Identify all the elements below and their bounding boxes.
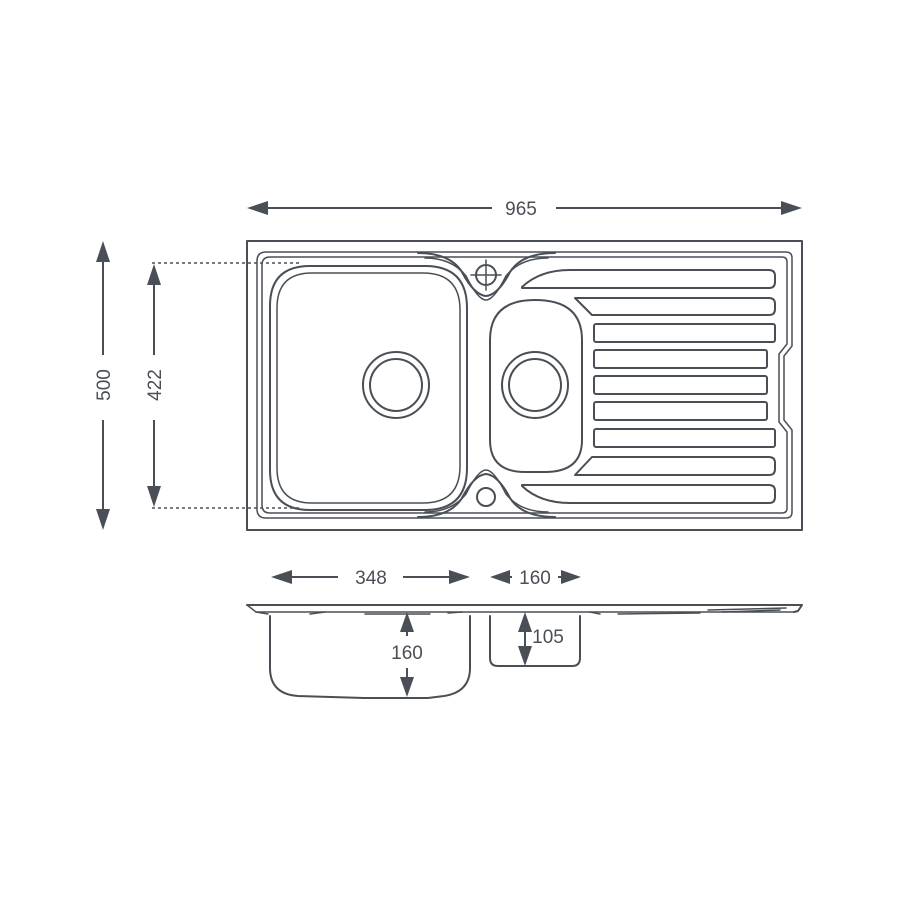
label-bowl-depth: 422 xyxy=(145,369,166,401)
dimension-overall-width: 965 xyxy=(247,199,802,220)
dimension-overall-depth: 500 xyxy=(94,241,115,530)
main-bowl xyxy=(269,265,468,511)
label-half-bowl-height: 105 xyxy=(532,627,564,648)
half-bowl xyxy=(489,299,583,473)
dimension-half-bowl-height: 105 xyxy=(518,612,564,666)
half-drain-outer xyxy=(501,351,569,419)
overflow-hole xyxy=(476,487,496,507)
tap-hole-icon xyxy=(470,259,502,291)
label-overall-width: 965 xyxy=(505,199,537,220)
label-main-bowl-height: 160 xyxy=(391,643,423,664)
sink-inner-flange xyxy=(256,251,793,519)
sink-outer-frame xyxy=(246,240,803,531)
tap-hole-mound xyxy=(417,252,556,297)
drainer-grooves xyxy=(521,269,776,504)
dimension-main-bowl-height: 160 xyxy=(391,612,423,697)
dimension-main-bowl-width: 348 xyxy=(271,568,470,589)
sink-top-view xyxy=(246,240,803,531)
half-drain-inner xyxy=(508,358,562,412)
label-half-bowl-width: 160 xyxy=(519,568,551,589)
main-drain-inner xyxy=(369,358,423,412)
dimension-half-bowl-width: 160 xyxy=(490,568,581,589)
half-bowl-profile xyxy=(489,615,581,667)
dimension-bowl-depth: 422 xyxy=(145,262,300,509)
label-main-bowl-width: 348 xyxy=(355,568,387,589)
main-drain-outer xyxy=(362,351,430,419)
label-overall-depth: 500 xyxy=(94,369,115,401)
main-bowl-profile xyxy=(269,615,471,699)
overflow-mound xyxy=(417,473,556,518)
sink-side-view xyxy=(246,604,803,699)
